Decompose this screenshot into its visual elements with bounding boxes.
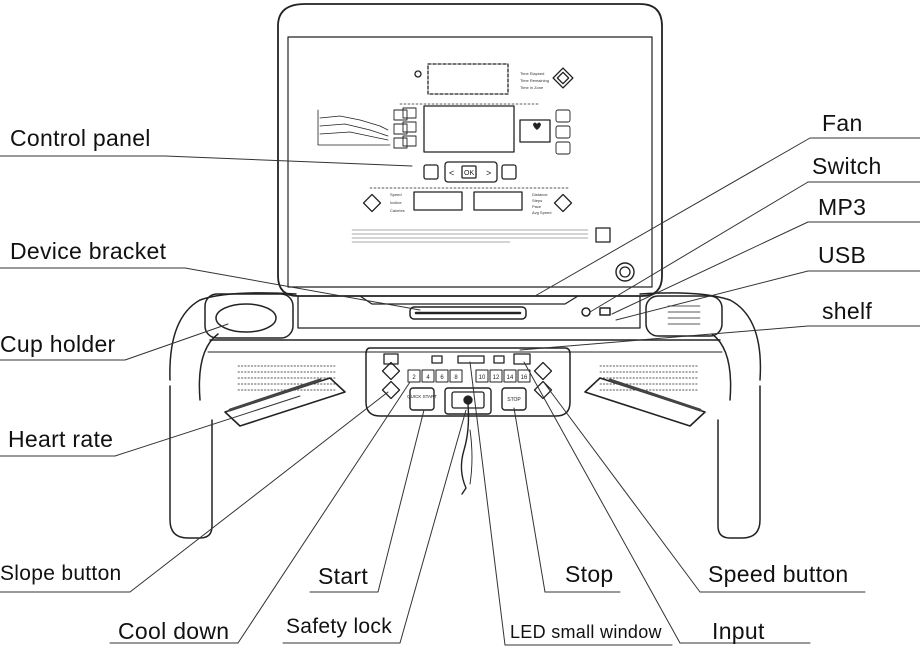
quick-start-label: QUICK START xyxy=(407,394,437,399)
ok-navigation[interactable]: < OK > xyxy=(423,161,517,183)
label-start: Start xyxy=(318,563,369,589)
right-panel-icons[interactable] xyxy=(555,109,571,155)
quick-start-button[interactable] xyxy=(409,387,435,411)
slope-buttons[interactable] xyxy=(381,361,401,400)
label-stop: Stop xyxy=(565,561,614,587)
label-switch: Switch xyxy=(812,153,882,179)
readout-pace: Pace xyxy=(532,204,542,209)
label-usb: USB xyxy=(818,242,867,268)
label-shelf: shelf xyxy=(822,298,873,324)
quick-key-10[interactable]: 10 xyxy=(479,375,486,381)
stop-button-label: STOP xyxy=(507,397,521,403)
readout-speed: Speed xyxy=(390,192,402,197)
quick-key-8[interactable]: 8 xyxy=(454,375,458,381)
quick-key-16[interactable]: 16 xyxy=(521,375,528,381)
readout-calories: Calories xyxy=(390,208,405,213)
label-input: Input xyxy=(712,618,765,644)
program-buttons[interactable] xyxy=(393,107,417,149)
label-cool-down: Cool down xyxy=(118,618,230,644)
label-fan: Fan xyxy=(822,110,863,136)
main-display xyxy=(423,105,515,153)
quick-key-6[interactable]: 6 xyxy=(440,375,444,381)
label-device-bracket: Device bracket xyxy=(10,238,167,264)
control-panel-screen: Time Elapsed Time Remaining Time in Zone xyxy=(277,3,663,297)
label-led-small-window: LED small window xyxy=(510,622,662,642)
callout-lines xyxy=(0,137,920,646)
svg-text:<: < xyxy=(449,168,454,178)
label-mp3: MP3 xyxy=(818,194,867,220)
profile-chart xyxy=(317,109,391,146)
quick-key-2[interactable]: 2 xyxy=(412,375,416,381)
label-cup-holder: Cup holder xyxy=(0,331,116,357)
speed-buttons[interactable] xyxy=(533,361,553,400)
ok-button-label: OK xyxy=(464,170,474,177)
label-slope-button: Slope button xyxy=(0,562,122,585)
quick-keys[interactable] xyxy=(407,369,531,383)
readout-distance: Distance xyxy=(532,192,548,197)
label-safety-lock: Safety lock xyxy=(286,615,393,638)
readout-avg-speed: Avg Speed xyxy=(532,210,552,215)
quick-key-14[interactable]: 14 xyxy=(507,375,514,381)
readout-steps: Steps xyxy=(532,198,542,203)
quick-key-4[interactable]: 4 xyxy=(426,375,430,381)
readout-incline: Incline xyxy=(390,200,402,205)
label-speed-button: Speed button xyxy=(708,561,849,587)
device-bracket-drawing xyxy=(297,295,641,329)
readout-time-remaining: Time Remaining xyxy=(520,78,549,83)
lower-console: 2 4 6 8 10 12 14 16 QUICK START STOP xyxy=(365,347,571,495)
label-heart-rate: Heart rate xyxy=(8,426,114,452)
readout-time-zone: Time in Zone xyxy=(520,85,544,90)
quick-key-12[interactable]: 12 xyxy=(493,375,500,381)
svg-text:>: > xyxy=(486,168,491,178)
readout-time-elapsed: Time Elapsed xyxy=(520,71,544,76)
label-control-panel: Control panel xyxy=(10,125,151,151)
